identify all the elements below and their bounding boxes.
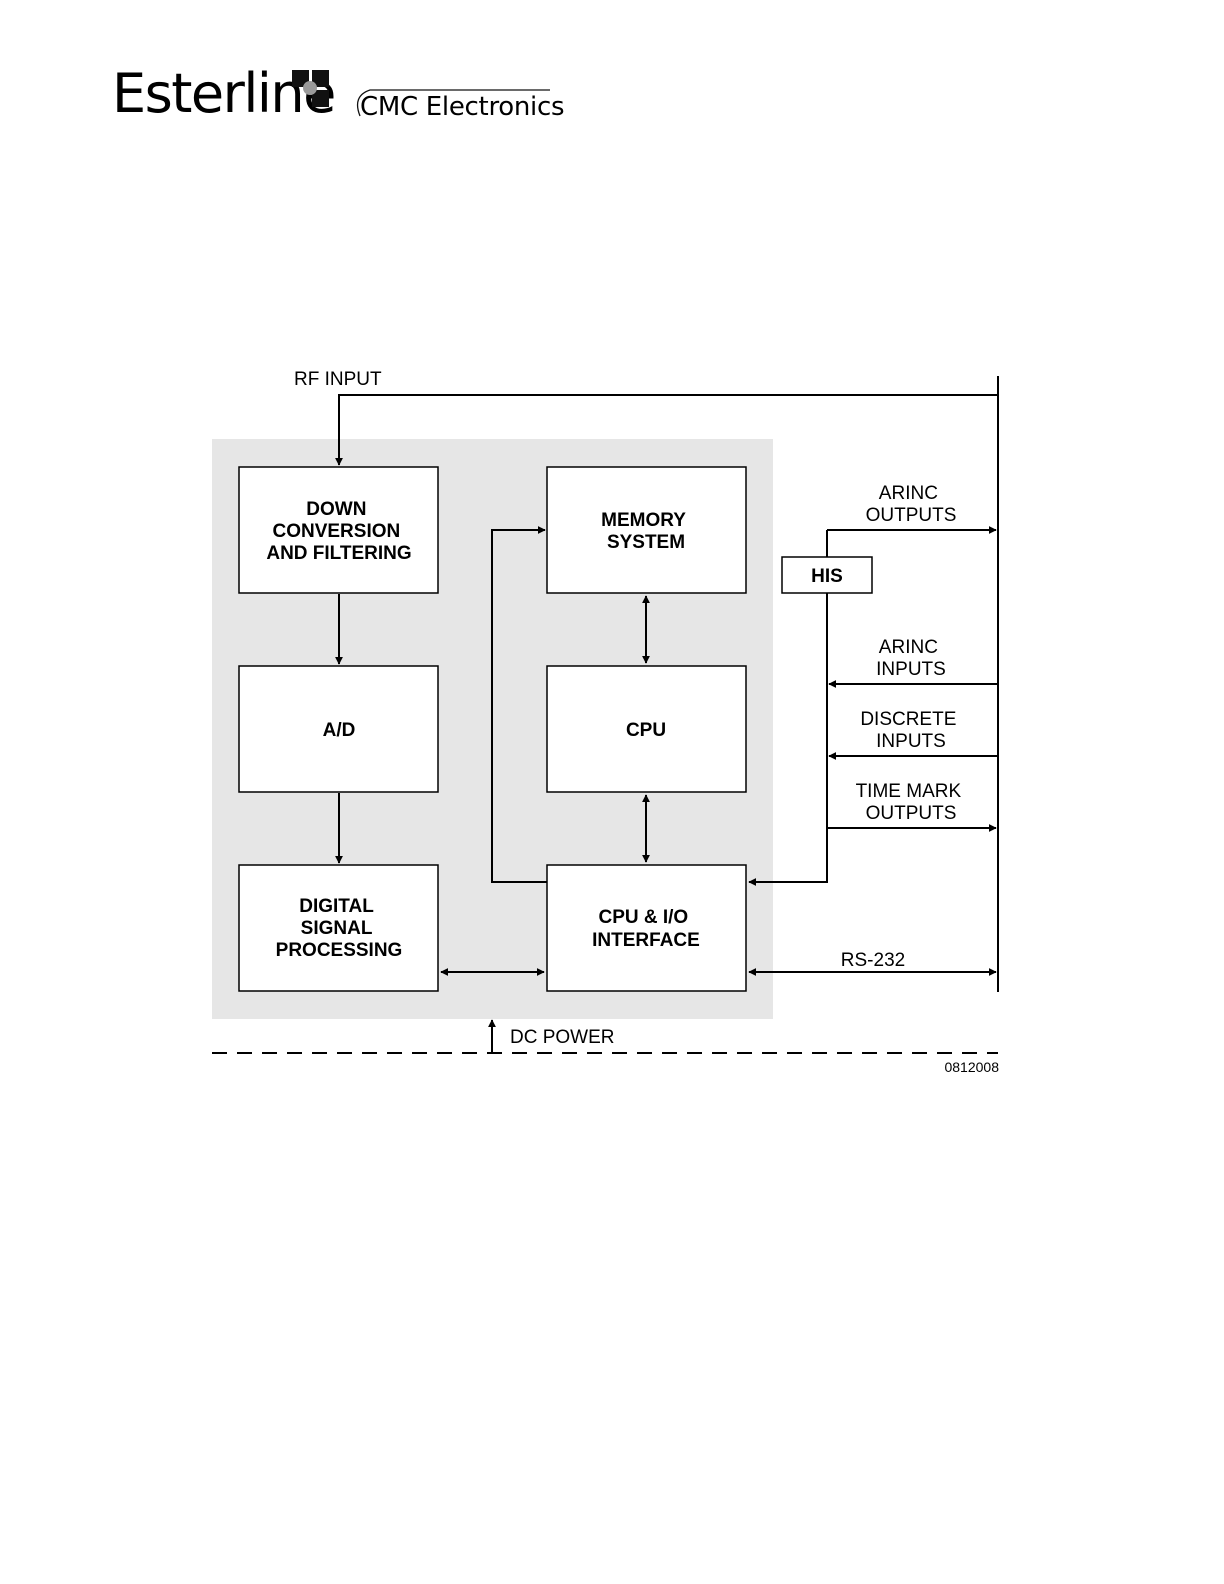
discrete-inputs-label: DISCRETE INPUTS — [860, 709, 961, 752]
rs232-label: RS-232 — [841, 950, 905, 971]
arinc-outputs-label: ARINC OUTPUTS — [866, 483, 957, 526]
cpu-label: CPU — [626, 720, 666, 741]
arinc-inputs-label: ARINC INPUTS — [876, 637, 946, 680]
time-mark-outputs-label: TIME MARK OUTPUTS — [856, 781, 967, 824]
cpu-io-block — [547, 865, 746, 991]
memory-label: MEMORY SYSTEM — [601, 510, 691, 553]
his-label: HIS — [811, 566, 843, 587]
dc-power-label: DC POWER — [510, 1027, 615, 1048]
figure-number: 0812008 — [944, 1059, 999, 1075]
rf-input-label: RF INPUT — [294, 369, 382, 390]
ad-label: A/D — [323, 720, 356, 741]
